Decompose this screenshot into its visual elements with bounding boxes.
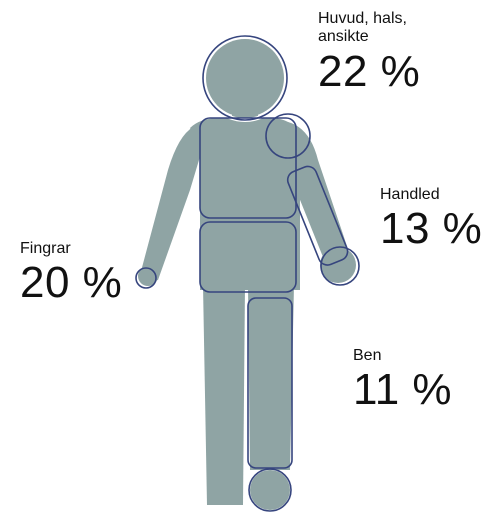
upper-torso-outline bbox=[199, 117, 297, 219]
fingers-label: Fingrar 20 % bbox=[20, 240, 122, 309]
foot-outline bbox=[248, 468, 292, 512]
left-leg-shape bbox=[203, 285, 245, 505]
region-outlines bbox=[135, 34, 360, 512]
wrist-region-name: Handled bbox=[380, 186, 440, 203]
finger-outline bbox=[135, 267, 157, 289]
fingers-region-name: Fingrar bbox=[20, 240, 71, 257]
legs-percent: 11 % bbox=[353, 365, 453, 415]
right-leg-shape bbox=[248, 285, 294, 470]
right-arm-shape bbox=[288, 122, 350, 262]
lower-torso-outline bbox=[199, 221, 297, 293]
head-percent: 22 % bbox=[318, 46, 421, 96]
forearm-outline bbox=[286, 165, 349, 266]
right-foot-shape bbox=[250, 470, 290, 510]
legs-region-name: Ben bbox=[353, 347, 382, 364]
head-label: Huvud, hals, ansikte 22 % bbox=[318, 10, 448, 97]
fingers-percent: 20 % bbox=[20, 258, 123, 308]
head-region-name: Huvud, hals, ansikte bbox=[318, 10, 407, 46]
left-arm-shape bbox=[140, 125, 202, 281]
legs-label: Ben 11 % bbox=[353, 347, 452, 416]
wrist-label: Handled 13 % bbox=[380, 186, 482, 255]
wrist-percent: 13 % bbox=[380, 204, 483, 254]
head-outline-line bbox=[202, 35, 288, 121]
leg-outline bbox=[247, 297, 293, 469]
torso-shape bbox=[190, 118, 300, 290]
head-shape bbox=[206, 39, 284, 117]
shoulder-outline bbox=[265, 113, 311, 159]
silhouette bbox=[138, 39, 356, 510]
right-hand-outline bbox=[320, 246, 360, 286]
